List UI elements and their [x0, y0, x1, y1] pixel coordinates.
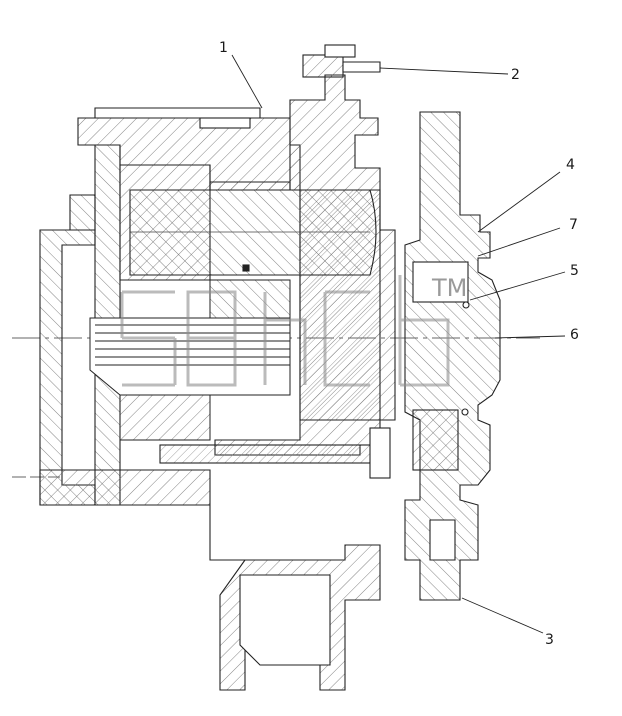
- top-bolt: [302, 44, 381, 78]
- right-flange: [404, 111, 501, 601]
- callout-1: 1: [219, 40, 228, 56]
- callout-2: 2: [511, 67, 520, 83]
- lower-housing: [39, 469, 381, 691]
- trademark-label: TM: [431, 274, 467, 302]
- watermark-logo: [120, 275, 450, 387]
- callout-5: 5: [570, 263, 579, 279]
- callout-7: 7: [569, 217, 578, 233]
- callout-6: 6: [570, 327, 579, 343]
- callout-3: 3: [545, 632, 554, 648]
- gear-cylinder: [129, 181, 377, 276]
- lower-pin: [159, 427, 391, 479]
- callout-4: 4: [566, 157, 575, 173]
- leader-lines: [231, 54, 566, 634]
